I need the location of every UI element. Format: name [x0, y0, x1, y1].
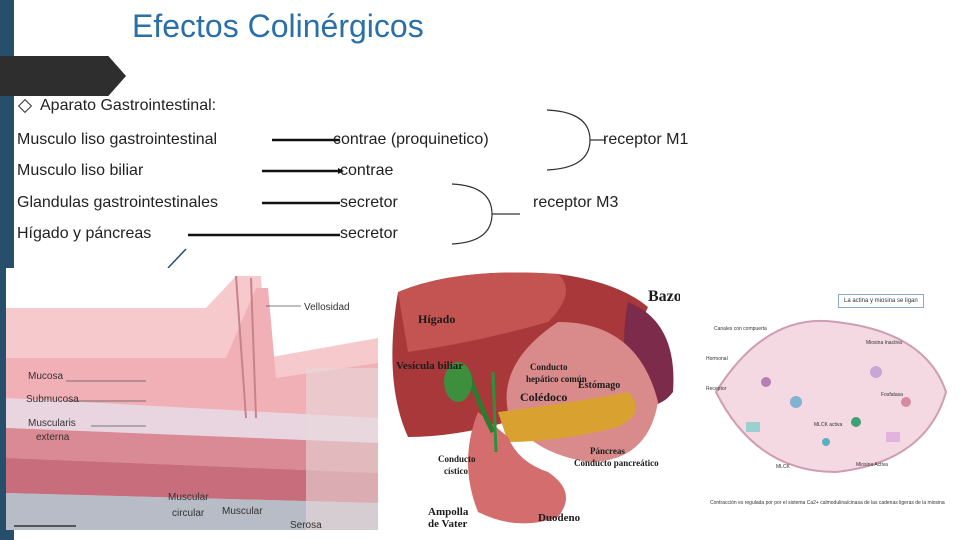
muscularis-label: externa	[36, 432, 70, 443]
arrow-tab-shape	[0, 56, 126, 96]
arrowhead	[338, 168, 344, 174]
intestine-wall-drawing	[6, 268, 378, 530]
conducto-hepatico-label: hepático común	[526, 374, 587, 384]
hormonal-label: Hormonal	[706, 356, 728, 362]
serosa-label: Serosa	[290, 520, 322, 530]
ampolla-label: Ampolla	[428, 506, 469, 518]
actina-miosina-note: La actina y miosina se ligan	[838, 294, 924, 308]
digestive-organs-drawing	[378, 262, 680, 540]
canales-label: Canales con compuerta	[714, 326, 767, 332]
bullet-label: Aparato Gastrointestinal:	[40, 97, 217, 114]
conducto-cistico-label: cístico	[444, 466, 468, 476]
effect-label: secretor	[340, 225, 398, 242]
mucosa-label: Mucosa	[28, 371, 64, 382]
bazo-label: Bazo	[648, 288, 680, 305]
cell-diagram-drawing	[706, 272, 960, 534]
decor-line	[167, 248, 187, 269]
cell-caption: Contracción es regulada por por el siste…	[710, 500, 945, 506]
muscular-circular-label: circular	[172, 508, 205, 519]
coledoco-label: Colédoco	[520, 390, 568, 404]
receptor-m1-label: receptor M1	[603, 131, 689, 148]
muscular-long-label: Muscular	[222, 506, 263, 517]
vesicula-label: Vesícula biliar	[396, 360, 464, 372]
miosina-inactiva-label: Miosina Inactiva	[866, 340, 902, 346]
mlck-activa-label: MLCK activa	[814, 422, 843, 428]
receptor-label: Receptor	[706, 386, 727, 392]
effect-label: secretor	[340, 194, 398, 211]
organ-label: Hígado y páncreas	[17, 225, 152, 242]
digestive-organs-image: Bazo Hígado Vesícula biliar Conducto hep…	[378, 262, 680, 540]
fosfatasa-label: Fosfatasa	[881, 392, 903, 398]
intestine-wall-image: Vellosidad Mucosa Submucosa Muscularis e…	[6, 268, 378, 530]
vellosidad-label: Vellosidad	[304, 302, 350, 313]
estomago-label: Estómago	[578, 380, 621, 391]
mlck-label: MLCK	[776, 464, 790, 470]
duodeno-label: Duodeno	[538, 512, 581, 524]
organ-label: Glandulas gastrointestinales	[17, 194, 219, 211]
higado-label: Hígado	[418, 312, 456, 326]
brace-m3	[451, 183, 520, 245]
bullet-item: Aparato Gastrointestinal:	[17, 97, 217, 115]
pancreas-label: Páncreas	[590, 446, 625, 456]
brace-m1	[546, 109, 606, 171]
submucosa-label: Submucosa	[26, 394, 79, 405]
effect-label: contrae (proquinetico)	[333, 131, 489, 148]
organ-label: Musculo liso gastrointestinal	[17, 131, 218, 148]
organ-label: Musculo liso biliar	[17, 162, 144, 179]
smooth-muscle-cell-image: La actina y miosina se ligan Canales con…	[706, 272, 960, 534]
slide-title: Efectos Colinérgicos	[132, 8, 424, 44]
conducto-hepatico-label: Conducto	[530, 362, 568, 372]
muscular-circular-label: Muscular	[168, 492, 209, 503]
miosina-activa-label: Miosina Activa	[856, 462, 888, 468]
conducto-cistico-label: Conducto	[438, 454, 476, 464]
conducto-pancreatico-label: Conducto pancreático	[574, 458, 659, 468]
receptor-m3-label: receptor M3	[533, 194, 619, 211]
ampolla-label: de Vater	[428, 518, 468, 530]
muscularis-label: Muscularis	[28, 418, 76, 429]
effect-label: contrae	[340, 162, 394, 179]
